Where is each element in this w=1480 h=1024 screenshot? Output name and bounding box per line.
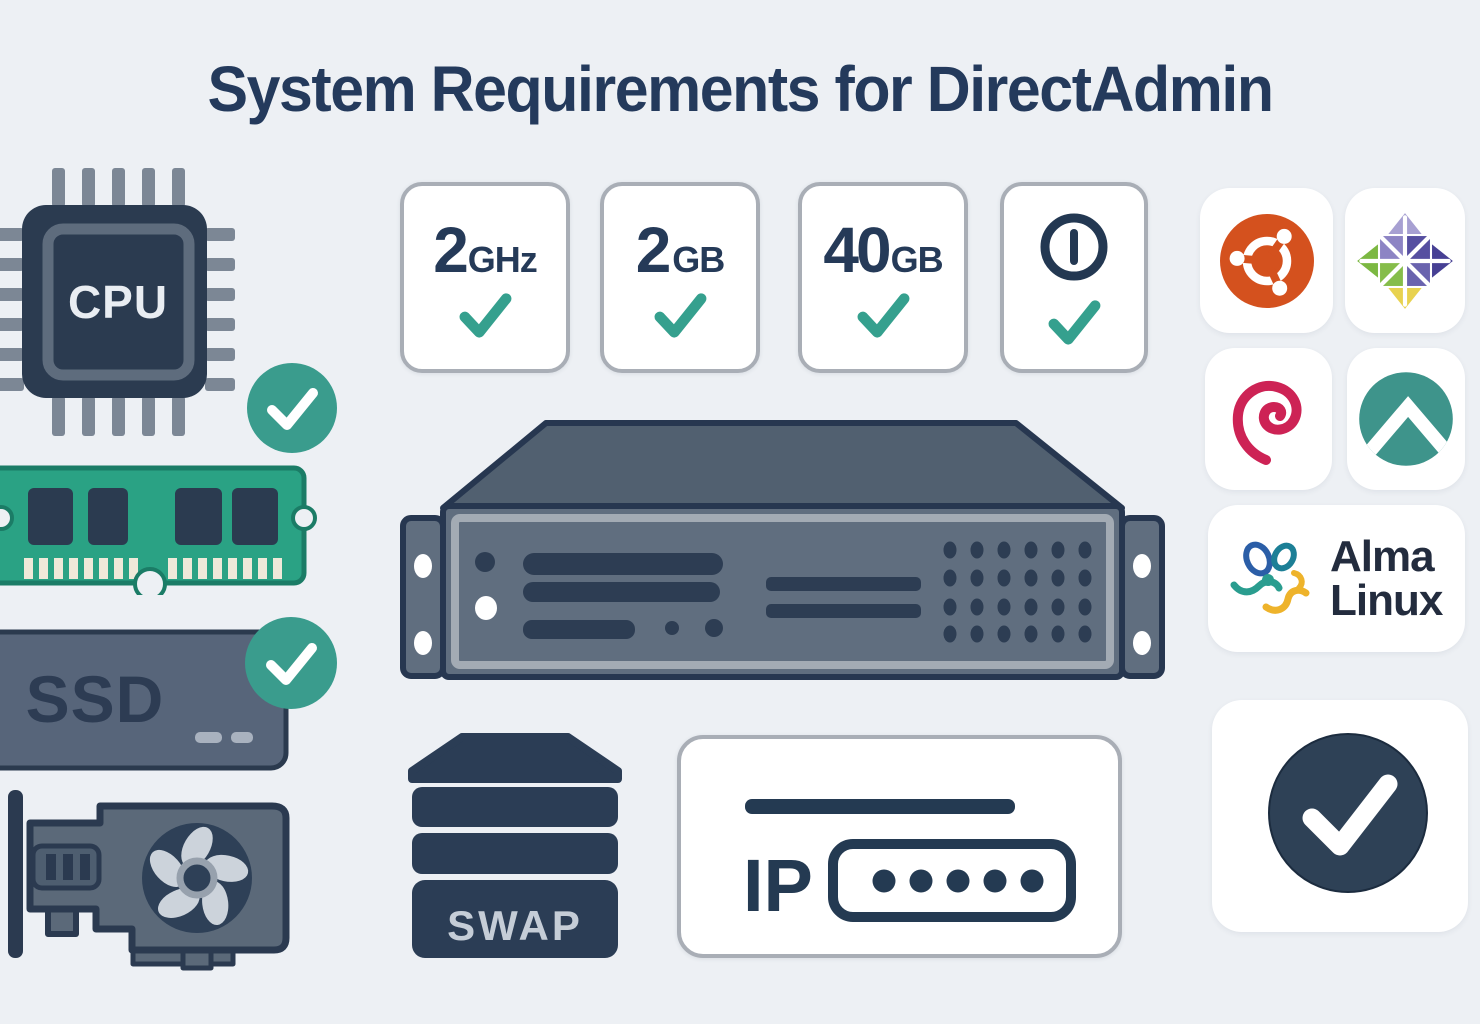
- power-one-icon: [1040, 213, 1108, 280]
- swap-label: SWAP: [447, 902, 583, 949]
- requirement-card-dedicated-ip: [1000, 182, 1148, 373]
- ram-stick-icon: [0, 465, 317, 595]
- server-icon: [400, 420, 1165, 680]
- cpu-speed-unit: GHz: [467, 238, 538, 280]
- requirement-card-storage: 40 GB: [798, 182, 968, 373]
- rocky-linux-logo-icon: [1359, 372, 1453, 466]
- os-tile-debian: [1205, 348, 1332, 490]
- ip-label: IP: [743, 844, 813, 927]
- checkmark-badge-icon: [1268, 733, 1428, 893]
- gpu-card-icon: [8, 790, 290, 971]
- memory-value: 2: [635, 213, 672, 286]
- os-tile-rocky-linux: [1347, 348, 1465, 490]
- cpu-speed-value: 2: [433, 213, 469, 286]
- page-title: System Requirements for DirectAdmin: [207, 53, 1273, 125]
- swap-stack-icon: SWAP: [408, 733, 622, 958]
- cpu-label: CPU: [68, 276, 168, 328]
- os-tile-ubuntu: [1200, 188, 1333, 333]
- memory-unit: GB: [672, 238, 725, 280]
- almalinux-label-line2: Linux: [1330, 575, 1443, 625]
- check-badge-icon: [247, 363, 337, 453]
- cpu-chip-icon: CPU: [0, 168, 235, 436]
- requirement-card-cpu-speed: 2 GHz: [400, 182, 570, 373]
- almalinux-logo-icon: [1230, 541, 1310, 614]
- debian-logo-icon: [1232, 380, 1302, 465]
- requirement-card-memory: 2 GB: [600, 182, 760, 373]
- check-icon: [459, 292, 512, 338]
- ubuntu-logo-icon: [1219, 213, 1314, 308]
- check-icon: [654, 292, 707, 338]
- almalinux-label-line1: Alma: [1330, 532, 1435, 582]
- check-icon: [857, 292, 910, 338]
- ip-address-card: IP: [677, 735, 1122, 958]
- ssd-icon: SSD: [0, 629, 289, 771]
- ssd-label: SSD: [26, 662, 165, 736]
- storage-value: 40: [823, 213, 891, 286]
- vent-grid: [943, 541, 1092, 643]
- os-tile-almalinux: Alma Linux: [1208, 505, 1465, 652]
- supported-check-tile: [1212, 700, 1468, 932]
- storage-unit: GB: [890, 238, 944, 280]
- ip-field-icon: IP: [743, 799, 1076, 927]
- check-icon: [1048, 299, 1101, 345]
- check-badge-icon: [245, 617, 337, 709]
- centos-logo-icon: [1357, 212, 1453, 309]
- os-tile-centos: [1345, 188, 1465, 333]
